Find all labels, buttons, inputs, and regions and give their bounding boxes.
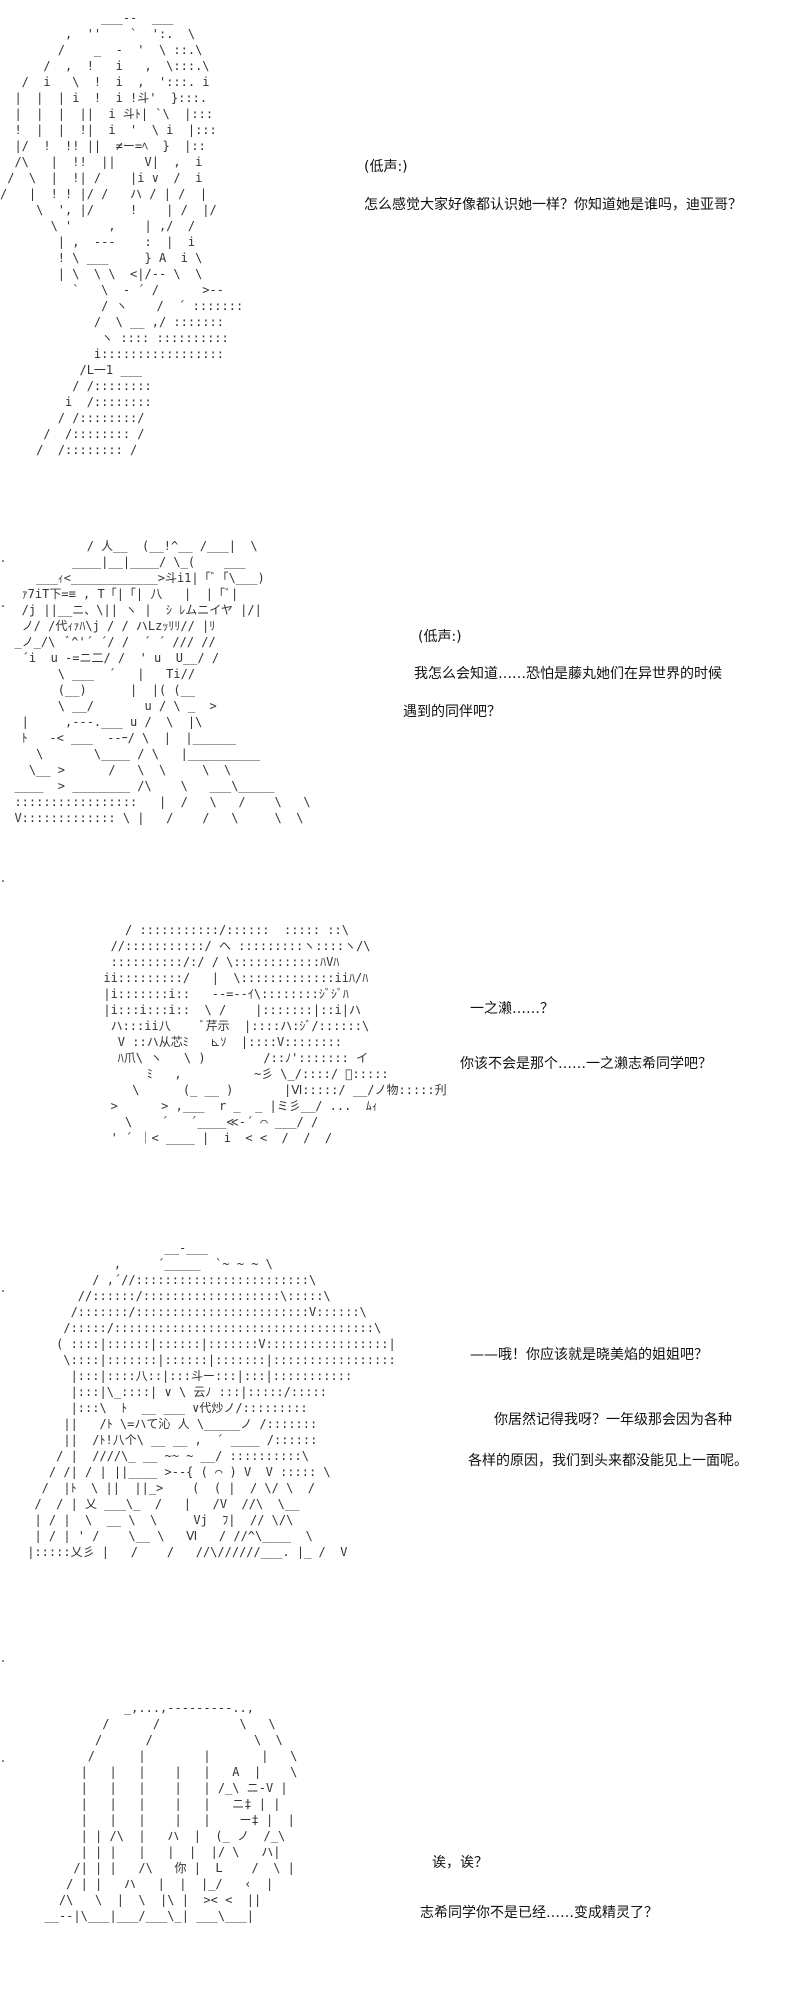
- dialogue-line: 各样的原因，我们到头来都没能见上一面呢。: [468, 1453, 748, 1469]
- margin-dot: [2, 560, 4, 562]
- margin-dot: [2, 880, 4, 882]
- dialogue-line: 诶，诶？: [432, 1855, 488, 1871]
- dialogue-line: 怎么感觉大家好像都认识她一样？你知道她是谁吗，迪亚哥？: [364, 197, 742, 213]
- margin-dot: [2, 605, 4, 607]
- ascii-art-character: __-___ , ´_____ `~ ~ ~ \ / ,´//:::::::::…: [27, 1241, 396, 1559]
- margin-dot: [2, 1660, 4, 1662]
- dialogue-line: 你该不会是那个……一之濑志希同学吧？: [460, 1056, 712, 1072]
- dialogue-line: (低声:): [418, 629, 462, 645]
- dialogue-line: (低声:): [364, 159, 408, 175]
- dialogue-line: 我怎么会知道……恐怕是藤丸她们在异世界的时候: [414, 666, 722, 682]
- dialogue-line: 志希同学你不是已经……变成精灵了？: [420, 1905, 658, 1921]
- ascii-art-character: / 人__ (__!^__ /___| \ ____|__|____/ \_( …: [14, 539, 311, 825]
- dialogue-line: ——哦！你应该就是晓美焰的姐姐吧？: [470, 1347, 708, 1363]
- dialogue-line: 一之濑……？: [470, 1001, 554, 1017]
- ascii-art-character: _,...,---------.., / / \ \ / / \ \ / | |…: [44, 1701, 298, 1923]
- ascii-art-character: / :::::::::::/:::::: ::::: ::\ //:::::::…: [103, 923, 447, 1145]
- dialogue-line: 你居然记得我呀？一年级那会因为各种: [494, 1412, 732, 1428]
- ascii-art-character: ___-- ___ , '' ` ':. \ / _ - ' \ ::.\ / …: [0, 11, 244, 457]
- margin-dot: [2, 1760, 4, 1762]
- margin-dot: [2, 1290, 4, 1292]
- dialogue-line: 遇到的同伴吧？: [403, 704, 501, 720]
